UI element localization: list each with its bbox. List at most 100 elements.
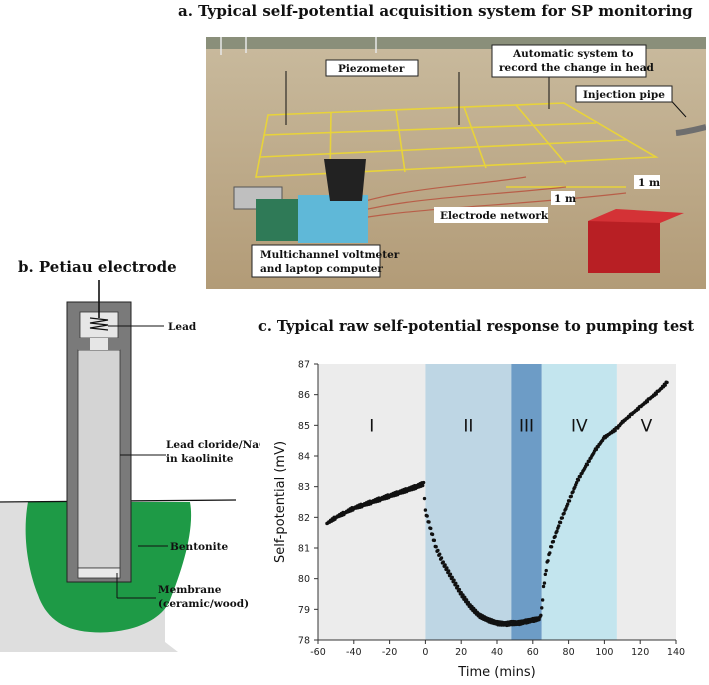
phase-band-5 [616,364,676,640]
panel-c-title: c. Typical raw self-potential response t… [258,318,695,335]
data-point [544,568,548,573]
data-point [540,598,545,602]
data-point [540,606,544,610]
label-automatic-system-1: Automatic system to [512,48,634,60]
y-axis-label: Self-potential (mV) [273,441,288,563]
y-tick-label: 81 [298,544,310,555]
y-tick-label: 84 [298,452,310,463]
acquisition-system-photo: Piezometer Automatic system to record th… [206,37,706,289]
phase-band-2 [425,364,512,640]
data-point [446,569,451,573]
data-point [585,462,590,467]
y-tick-label: 82 [298,513,310,524]
data-point [654,392,659,396]
data-point [436,548,440,553]
panel-a-title: a. Typical self-potential acquisition sy… [178,2,693,20]
data-point [466,600,471,605]
label-voltmeter-1: Multichannel voltmeter [260,249,400,261]
label-injection-pipe: Injection pipe [583,89,665,101]
data-point [557,524,561,528]
label-membrane-2: (ceramic/wood) [158,598,249,610]
data-point [558,520,563,525]
data-point [459,590,463,595]
data-point [562,511,566,516]
y-tick-label: 80 [298,574,310,585]
data-point [546,559,550,563]
data-point [549,545,554,549]
data-point [422,496,427,501]
data-point [445,566,449,570]
x-tick-label: -20 [382,647,398,658]
data-point [425,514,429,518]
x-axis-label: Time (mins) [457,665,535,680]
data-point [441,560,445,564]
data-point [430,532,435,537]
data-point [429,526,433,531]
x-tick-label: 100 [595,647,613,658]
data-point [461,593,465,597]
data-point [564,507,568,511]
data-point [663,383,667,387]
data-point [613,428,617,433]
data-point [560,516,565,520]
label-automatic-system-2: record the change in head [499,62,654,74]
data-point [566,502,570,506]
data-point [427,520,431,524]
label-electrode-network: Electrode network [440,210,549,222]
data-point [539,613,543,618]
petiau-electrode-diagram: Lead Lead cloride/NaCl in kaolinite Bent… [0,280,260,652]
y-tick-label: 87 [298,360,310,371]
y-tick-label: 83 [298,482,310,493]
data-point [457,587,462,592]
data-point [463,595,467,600]
label-membrane-1: Membrane [158,584,222,596]
label-piezometer: Piezometer [338,63,405,75]
data-point [423,508,428,512]
data-point [574,480,579,485]
data-point [434,545,438,549]
data-point [569,494,573,499]
x-tick-label: -40 [346,647,362,658]
phase-label-5: V [641,416,653,436]
data-point [567,499,572,503]
data-point [443,563,447,567]
phase-label-4: IV [571,416,588,436]
x-tick-label: 80 [563,647,575,658]
data-point [665,380,669,385]
label-voltmeter-2: and laptop computer [260,263,383,275]
y-tick-label: 78 [298,636,310,647]
data-point [543,572,548,577]
data-point [551,539,556,544]
data-point [454,581,458,585]
phase-band-4 [541,364,617,640]
data-point [576,478,581,482]
data-point [432,538,437,543]
label-one-m-a: 1 m [638,177,660,189]
x-tick-label: 20 [455,647,467,658]
data-point [448,572,453,576]
data-point [587,459,591,463]
data-point [464,598,469,602]
data-point [578,474,582,479]
label-lead-cloride-2: in kaolinite [166,453,234,465]
data-point [555,529,559,533]
phase-label-2: II [463,416,473,436]
y-tick-label: 86 [298,390,310,401]
phase-label-1: I [369,416,374,436]
label-lead: Lead [168,321,197,333]
data-point [438,552,442,556]
y-tick-label: 85 [298,421,310,432]
data-point [421,480,426,485]
electrode-grid [255,102,659,188]
data-point [450,575,454,580]
x-tick-label: 60 [527,647,539,658]
data-point [542,581,547,585]
x-tick-label: 140 [667,647,685,658]
x-tick-label: 0 [422,647,428,658]
x-tick-label: 120 [631,647,649,658]
phase-label-3: III [519,416,534,436]
phase-band-3 [511,364,542,640]
data-point [439,556,444,560]
data-point [452,578,456,582]
